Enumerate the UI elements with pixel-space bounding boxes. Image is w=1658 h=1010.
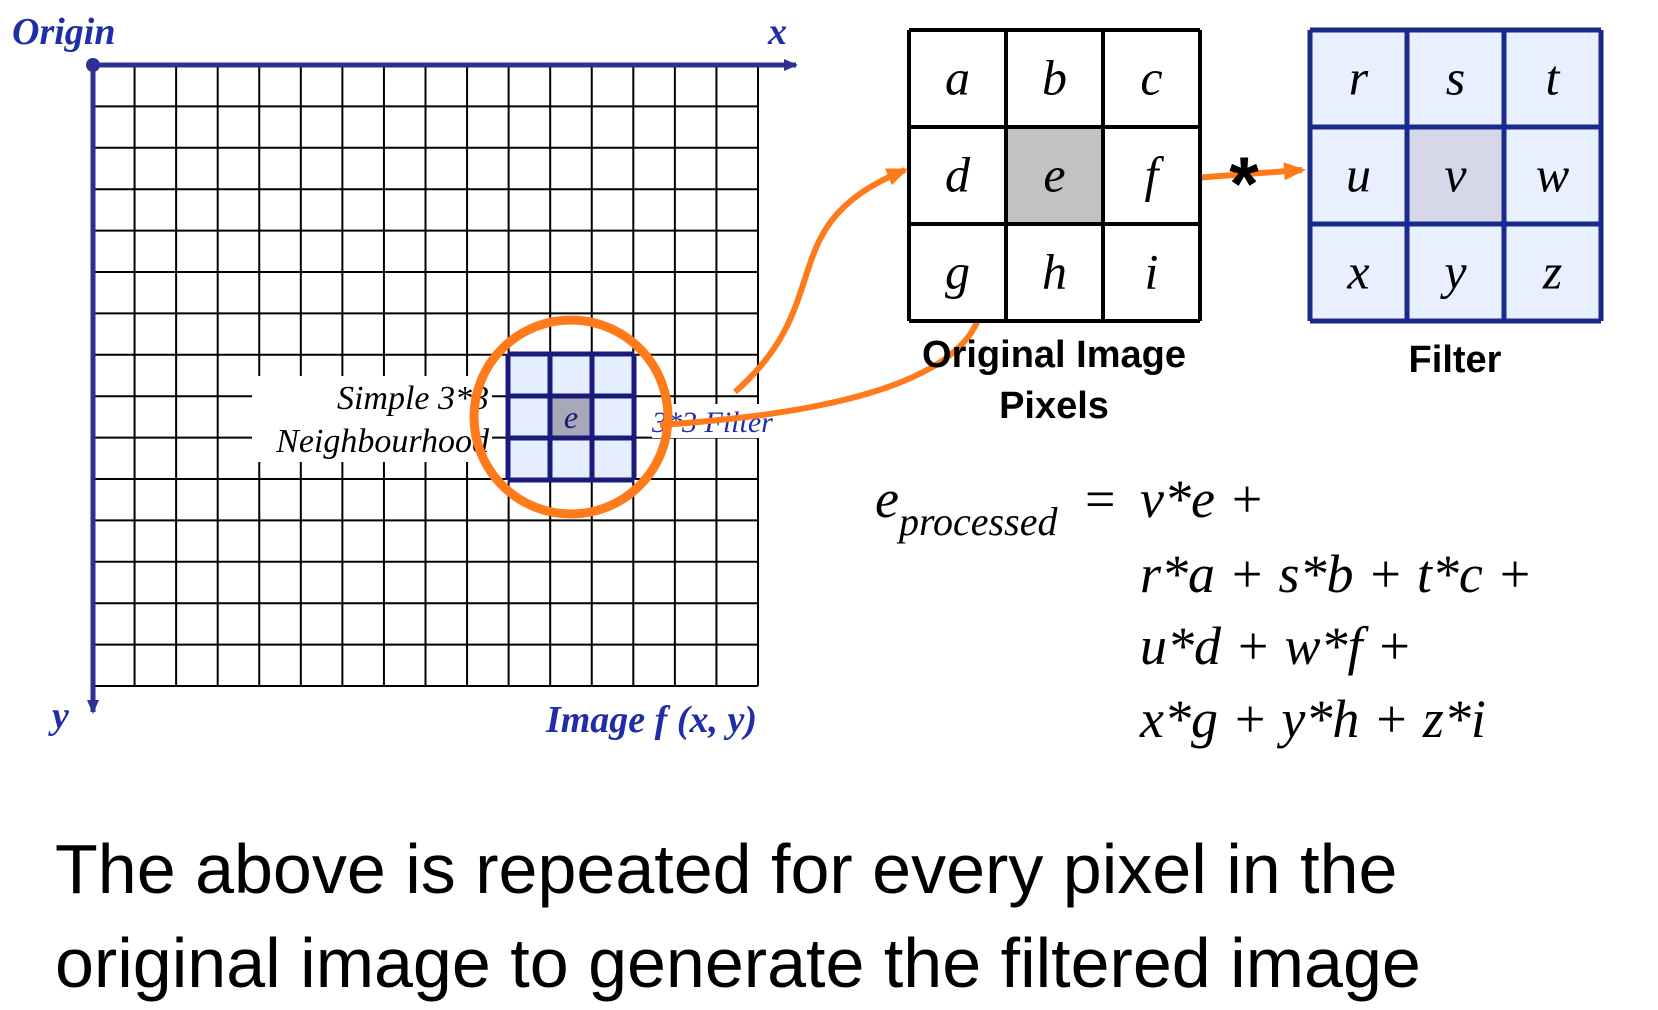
- neighbourhood-center-letter: e: [564, 399, 578, 435]
- origin-dot: [86, 58, 100, 72]
- filter-cell-t: t: [1546, 50, 1561, 106]
- neighbourhood-3x3: e: [505, 351, 637, 483]
- arrow-to-filter: [1193, 162, 1306, 181]
- pixel-cell-c: c: [1140, 50, 1162, 106]
- arrow-to-pixels: [733, 167, 909, 395]
- equation-line2: r*a + s*b + t*c +: [1140, 544, 1533, 604]
- pixel-cell-d: d: [945, 147, 971, 203]
- equation-line1: v*e +: [1140, 469, 1265, 529]
- filter-title: Filter: [1409, 339, 1502, 381]
- arrow-from-filter: [659, 318, 981, 428]
- caption: The above is repeated for every pixel in…: [55, 822, 1615, 1010]
- filter-cell-s: s: [1446, 50, 1465, 106]
- x-axis-label: x: [767, 11, 787, 53]
- filter-center-cell: [1407, 127, 1504, 224]
- equation-line3: u*d + w*f +: [1140, 616, 1412, 676]
- pixel-cell-g: g: [945, 244, 970, 300]
- equation-lhs-base: e: [875, 469, 899, 529]
- filter-cell-z: z: [1542, 244, 1562, 300]
- filter-cell-y: y: [1439, 244, 1467, 300]
- caption-line2: original image to generate the filtered …: [55, 924, 1421, 1002]
- pixels-title-line2: Pixels: [999, 385, 1109, 427]
- neighbourhood-highlight-circle: [469, 315, 673, 519]
- filter-cell-x: x: [1346, 244, 1369, 300]
- neighbourhood-label-line1: Simple 3*3: [337, 380, 489, 417]
- convolution-operator: *: [1229, 142, 1259, 227]
- y-axis-label: y: [48, 695, 69, 737]
- filter-cell-w: w: [1536, 147, 1569, 203]
- pixels-title-line1: Original Image: [922, 334, 1186, 376]
- neighbourhood-label-line2: Neighbourhood: [275, 423, 490, 460]
- origin-label: Origin: [12, 11, 115, 53]
- pixel-cell-a: a: [945, 50, 970, 106]
- caption-line1: The above is repeated for every pixel in…: [55, 830, 1398, 908]
- pixel-cell-h: h: [1042, 244, 1067, 300]
- filter-cell-r: r: [1349, 50, 1369, 106]
- equation-equals: =: [1085, 469, 1115, 529]
- filter-grid: r s t u v w x y z: [1307, 27, 1604, 324]
- pixel-cell-i: i: [1145, 244, 1159, 300]
- neighbourhood-center-pixel: [550, 396, 592, 438]
- image-function-label: Image f (x, y): [545, 699, 757, 741]
- pixel-center-cell: [1006, 127, 1103, 224]
- neighbourhood-label-box: [252, 376, 492, 462]
- pixel-cell-b: b: [1042, 50, 1067, 106]
- pixel-cell-e: e: [1043, 147, 1065, 203]
- filter-cell-u: u: [1346, 147, 1371, 203]
- equation-lhs-subscript: processed: [896, 499, 1058, 544]
- equation-line4: x*g + y*h + z*i: [1139, 689, 1486, 749]
- filter-cell-v: v: [1444, 147, 1467, 203]
- equation-lhs: eprocessed: [875, 469, 1058, 544]
